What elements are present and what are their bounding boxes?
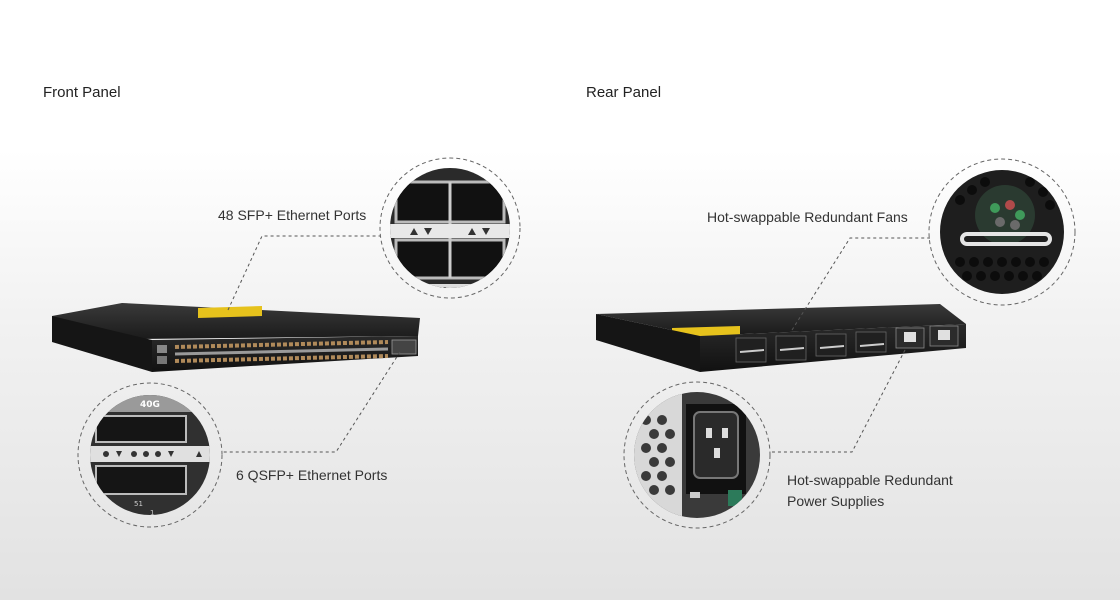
sfp-zoom-circle: 20 21	[379, 157, 521, 299]
rear-panel-title: Rear Panel	[586, 84, 662, 101]
front-label-sticker	[198, 306, 262, 318]
zoom-port-label-21: 21	[460, 286, 469, 294]
rear-switch	[596, 304, 966, 372]
qsfp-zoom-circle: 40G 51 1	[77, 382, 223, 528]
qsfp-port-block	[391, 339, 417, 355]
rear-chassis-side	[596, 314, 700, 372]
power-supply-modules	[895, 325, 959, 349]
psu-callout: Hot-swappable Redundant Power Supplies	[787, 470, 953, 512]
sfp-port-rows	[174, 340, 389, 363]
psu-callout-line1: Hot-swappable Redundant	[787, 472, 953, 488]
console-port	[157, 356, 167, 364]
front-chassis-top	[52, 303, 420, 340]
fans-callout: Hot-swappable Redundant Fans	[707, 209, 908, 225]
fan-zoom-circle	[928, 158, 1076, 306]
qsfp-ports-callout: 6 QSFP+ Ethernet Ports	[236, 467, 388, 483]
zoom-port-label-20: 20	[438, 286, 447, 294]
mgmt-port	[157, 345, 167, 353]
psu-callout-line2: Power Supplies	[787, 493, 885, 509]
zoom-port-label-51: 51	[134, 500, 143, 508]
leader-lines	[222, 235, 930, 453]
front-panel-title: Front Panel	[43, 84, 121, 101]
front-switch	[52, 303, 420, 372]
psu-zoom-circle	[623, 381, 771, 529]
front-chassis-side	[52, 316, 152, 372]
sfp-ports-callout: 48 SFP+ Ethernet Ports	[218, 207, 367, 223]
fan-modules	[735, 331, 887, 363]
zoom-port-label-1: 1	[150, 509, 154, 517]
zoom-40g-label: 40G	[140, 400, 160, 410]
